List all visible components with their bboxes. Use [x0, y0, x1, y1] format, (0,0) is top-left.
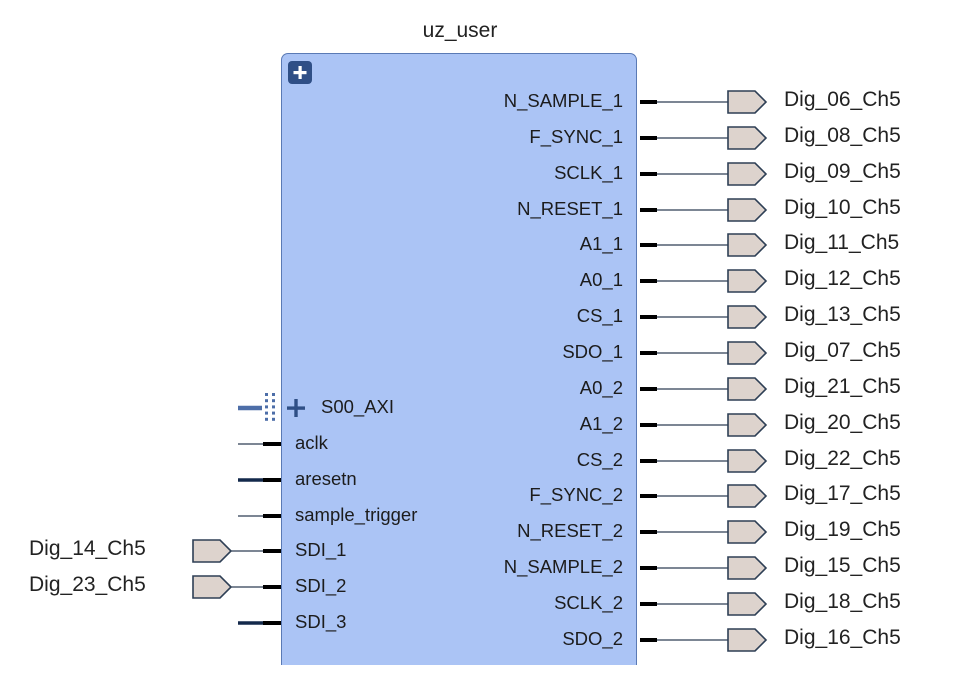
plus-icon: [293, 66, 307, 79]
external-output-port[interactable]: [727, 484, 768, 508]
external-port-label[interactable]: Dig_21_Ch5: [784, 375, 901, 398]
port-label: N_SAMPLE_2: [503, 556, 623, 577]
port-label: S00_AXI: [321, 396, 395, 417]
port-label: A1_1: [579, 233, 623, 254]
external-port-label[interactable]: Dig_16_Ch5: [784, 626, 901, 649]
port-label: N_SAMPLE_1: [503, 90, 623, 111]
bus-interface-dot[interactable]: [265, 411, 268, 415]
external-port-label[interactable]: Dig_19_Ch5: [784, 518, 901, 541]
external-port-label[interactable]: Dig_11_Ch5: [784, 231, 900, 254]
port-label: aresetn: [295, 468, 357, 489]
external-output-port[interactable]: [727, 556, 768, 580]
port-label: SDO_1: [562, 341, 623, 362]
bus-interface-dot[interactable]: [265, 417, 268, 421]
external-input-port[interactable]: [192, 575, 233, 599]
external-port-label[interactable]: Dig_06_Ch5: [784, 88, 901, 111]
external-output-port[interactable]: [727, 628, 768, 652]
port-label: SDI_3: [295, 611, 347, 632]
bus-interface-dot[interactable]: [272, 393, 275, 396]
port-label: SDI_2: [295, 575, 347, 596]
external-input-port[interactable]: [192, 539, 233, 563]
port-label: CS_2: [576, 449, 623, 470]
port-label: CS_1: [576, 305, 623, 326]
external-port-label[interactable]: Dig_12_Ch5: [784, 267, 901, 290]
external-port-label[interactable]: Dig_07_Ch5: [784, 339, 901, 362]
port-label: A1_2: [579, 413, 623, 434]
port-label: SCLK_2: [554, 592, 623, 613]
bus-interface-dot[interactable]: [272, 411, 275, 415]
external-output-port[interactable]: [727, 413, 768, 437]
bus-interface-dot[interactable]: [265, 399, 268, 403]
external-output-port[interactable]: [727, 305, 768, 329]
external-port-label[interactable]: Dig_18_Ch5: [784, 590, 901, 613]
port-label: N_RESET_1: [517, 198, 623, 219]
external-output-port[interactable]: [727, 162, 768, 186]
expand-block-button[interactable]: [288, 61, 312, 84]
port-label: A0_1: [579, 269, 623, 290]
port-label: N_RESET_2: [517, 520, 623, 541]
bus-interface-dot[interactable]: [272, 417, 275, 421]
external-port-label[interactable]: Dig_23_Ch5: [29, 573, 146, 596]
external-output-port[interactable]: [727, 198, 768, 222]
external-port-label[interactable]: Dig_09_Ch5: [784, 160, 901, 183]
external-output-port[interactable]: [727, 592, 768, 616]
ip-block-uz-user[interactable]: [281, 53, 637, 665]
port-label: F_SYNC_1: [529, 126, 623, 147]
external-port-label[interactable]: Dig_22_Ch5: [784, 447, 901, 470]
external-port-label[interactable]: Dig_10_Ch5: [784, 196, 901, 219]
plus-icon[interactable]: [294, 399, 298, 417]
external-output-port[interactable]: [727, 449, 768, 473]
port-label: SCLK_1: [554, 162, 623, 183]
external-output-port[interactable]: [727, 269, 768, 293]
external-port-label[interactable]: Dig_20_Ch5: [784, 411, 901, 434]
external-output-port[interactable]: [727, 233, 768, 257]
port-label: aclk: [295, 432, 328, 453]
port-label: F_SYNC_2: [529, 484, 623, 505]
external-output-port[interactable]: [727, 520, 768, 544]
external-output-port[interactable]: [727, 90, 768, 114]
bus-interface-dot[interactable]: [265, 393, 268, 396]
port-label: SDO_2: [562, 628, 623, 649]
external-port-label[interactable]: Dig_15_Ch5: [784, 554, 901, 577]
external-port-label[interactable]: Dig_08_Ch5: [784, 124, 901, 147]
external-output-port[interactable]: [727, 377, 768, 401]
bus-interface-dot[interactable]: [272, 405, 275, 409]
external-port-label[interactable]: Dig_17_Ch5: [784, 482, 901, 505]
external-port-label[interactable]: Dig_14_Ch5: [29, 537, 146, 560]
external-output-port[interactable]: [727, 126, 768, 150]
external-output-port[interactable]: [727, 341, 768, 365]
bus-interface-dot[interactable]: [265, 405, 268, 409]
port-label: A0_2: [579, 377, 623, 398]
port-label: sample_trigger: [295, 504, 418, 525]
port-label: SDI_1: [295, 539, 347, 560]
bus-interface-dot[interactable]: [272, 399, 275, 403]
external-port-label[interactable]: Dig_13_Ch5: [784, 303, 901, 326]
block-instance-name: uz_user: [422, 19, 498, 42]
